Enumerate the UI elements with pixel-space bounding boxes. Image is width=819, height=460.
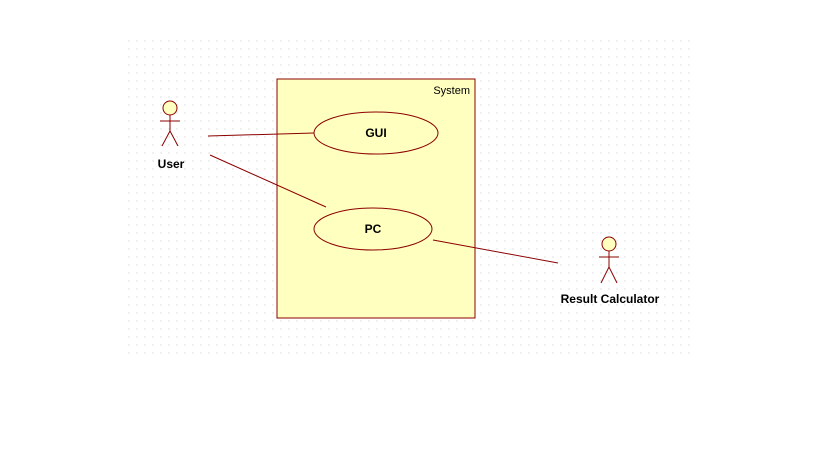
association-user-gui[interactable] — [207, 132, 315, 137]
stick-figure-icon[interactable] — [599, 236, 619, 284]
actor-user[interactable]: User — [158, 100, 185, 171]
actor-user-label: User — [158, 157, 185, 171]
use-case-pc-label: PC — [365, 222, 382, 236]
stick-figure-icon[interactable] — [160, 100, 180, 147]
use-case-pc-ellipse[interactable] — [313, 207, 433, 251]
actor-result-calculator[interactable]: Result Calculator — [561, 236, 660, 306]
actor-result-calculator-label: Result Calculator — [561, 292, 660, 306]
use-case-gui-ellipse[interactable] — [313, 111, 439, 155]
association-pc-result-calculator[interactable] — [432, 239, 559, 264]
association-user-pc[interactable] — [209, 154, 327, 208]
system-label: System — [433, 85, 470, 97]
use-case-gui[interactable]: GUI — [313, 111, 439, 155]
use-case-pc[interactable]: PC — [313, 207, 433, 251]
use-case-gui-label: GUI — [365, 126, 386, 140]
